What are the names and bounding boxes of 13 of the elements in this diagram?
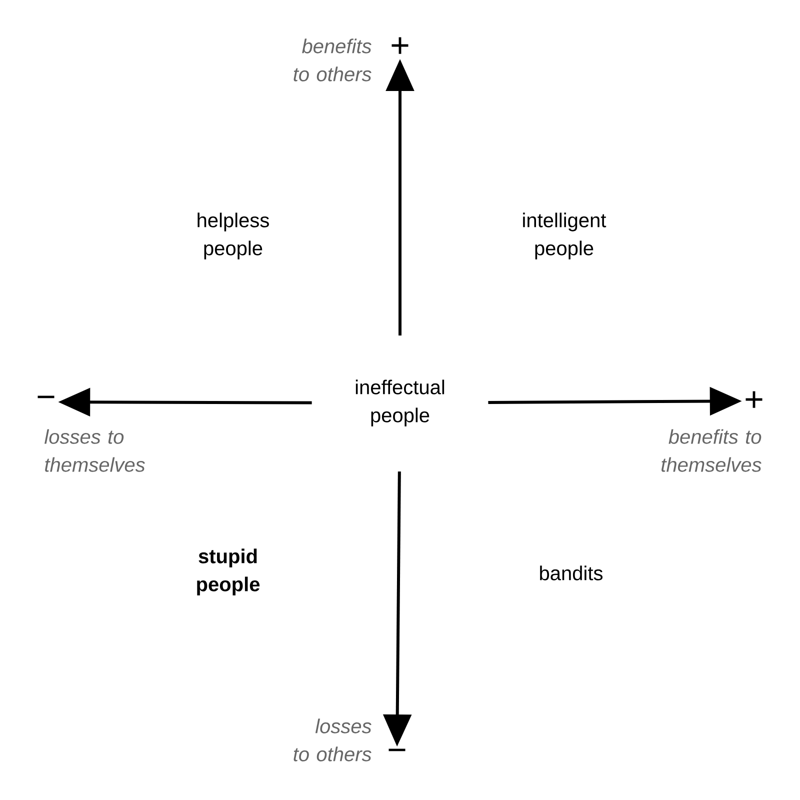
sign-label: + xyxy=(746,391,762,408)
axis-label: losses to themselves xyxy=(44,429,145,472)
axis-label: losses to others xyxy=(294,718,372,762)
sign-label: + xyxy=(392,37,408,54)
center-label: ineffectual people xyxy=(356,380,444,426)
quadrant-label: helpless people xyxy=(198,212,269,260)
sign-label: − xyxy=(38,396,54,398)
quadrant-label: bandits xyxy=(540,566,602,580)
quadrant-label: stupid people xyxy=(197,548,260,596)
axis-label: benefits to others xyxy=(294,38,372,82)
axis-label: benefits to themselves xyxy=(662,429,762,472)
sign-label: − xyxy=(388,748,406,752)
quadrant-label: intelligent people xyxy=(523,212,606,260)
